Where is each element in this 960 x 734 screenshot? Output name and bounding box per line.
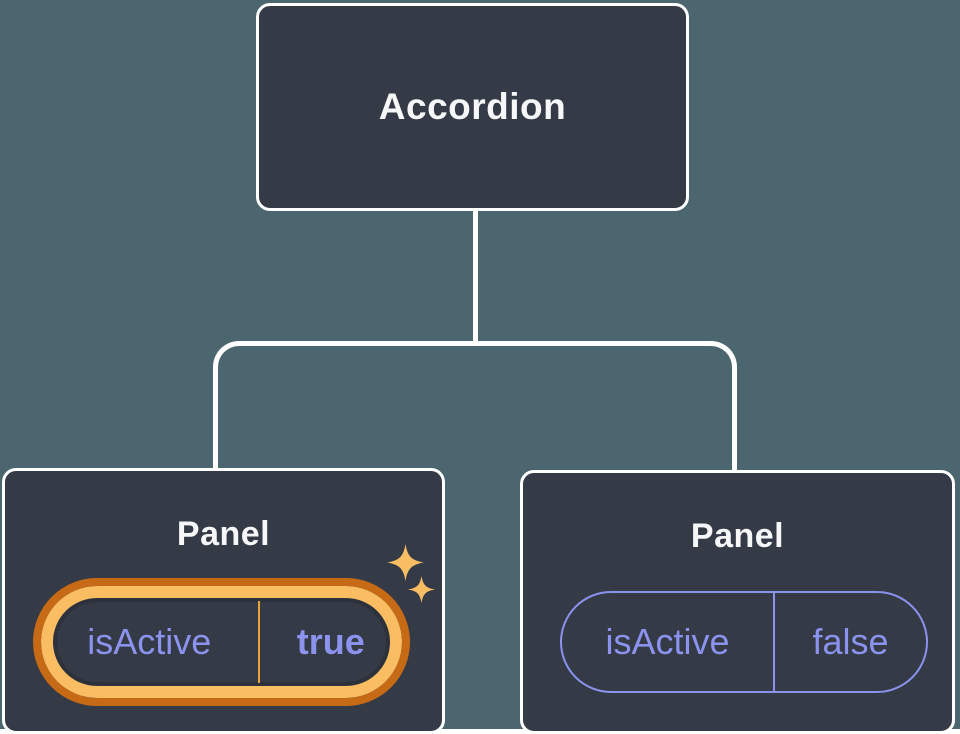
accordion-node-label: Accordion [378,86,567,127]
prop-value: true [296,621,365,662]
pill-divider [773,593,776,691]
sparkle-icon-large [387,544,424,581]
panel-node-inactive: Panel isActive false [520,470,955,734]
prop-name: isActive [87,621,212,662]
accordion-node: Accordion [256,3,689,211]
pill-divider [257,601,260,683]
panel-node-label: Panel [690,517,785,555]
prop-value: false [812,621,889,662]
connector-bracket [213,341,737,470]
prop-pill-inactive: isActive false [560,591,928,693]
panel-node-active: Panel isActive true [2,468,445,734]
panel-node-label: Panel [176,515,271,553]
connector-stem [473,211,478,343]
prop-name: isActive [605,621,730,662]
sparkle-icon-small [408,576,435,603]
prop-pill-active: isActive true [33,578,410,706]
